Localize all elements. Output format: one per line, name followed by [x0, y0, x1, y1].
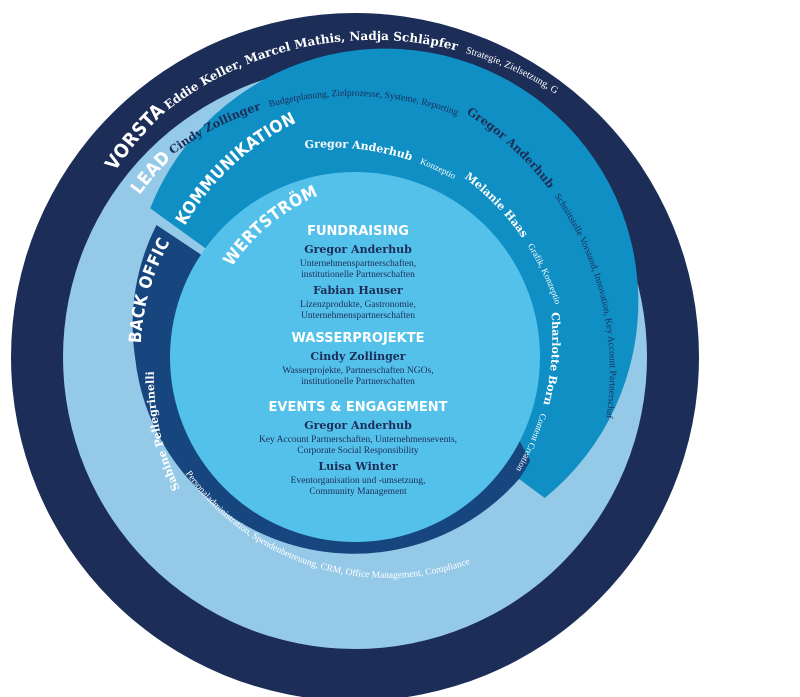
- fundraising-person1-desc-line1: Unternehmenspartnerschaften,: [300, 258, 416, 269]
- events-person1-desc-line1: Key Account Partnerschaften, Unternehmen…: [259, 434, 457, 445]
- events-person2-desc-line1: Eventorganisation und -umsetzung,: [291, 476, 426, 486]
- fundraising-person2-desc-line1: Lizenzprodukte, Gastronomie,: [300, 300, 416, 310]
- events-person2-desc-line2: Community Management: [309, 487, 407, 497]
- fundraising-person1-name: Gregor Anderhub: [304, 243, 412, 256]
- events-title: EVENTS & ENGAGEMENT: [269, 400, 448, 415]
- events-person2-name: Luisa Winter: [318, 460, 397, 473]
- wasserprojekte-title: WASSERPROJEKTE: [292, 331, 425, 346]
- wasserprojekte-person1-desc-line1: Wasserprojekte, Partnerschaften NGOs,: [282, 365, 433, 376]
- fundraising-person1-desc-line2: institutionelle Partnerschaften: [301, 269, 415, 280]
- fundraising-title: FUNDRAISING: [307, 224, 409, 239]
- wasserprojekte-person1-name: Cindy Zollinger: [310, 350, 405, 363]
- events-person1-name: Gregor Anderhub: [304, 419, 412, 432]
- fundraising-person2-desc-line2: Unternehmenspartnerschaften: [301, 310, 415, 321]
- wertstroeme-content: FUNDRAISING Gregor Anderhub Unternehmens…: [259, 224, 457, 497]
- wasserprojekte-person1-desc-line2: institutionelle Partnerschaften: [301, 376, 415, 387]
- fundraising-person2-name: Fabian Hauser: [313, 284, 403, 297]
- wertstroeme-circle: [170, 172, 540, 542]
- events-person1-desc-line2: Corporate Social Responsibility: [297, 446, 419, 456]
